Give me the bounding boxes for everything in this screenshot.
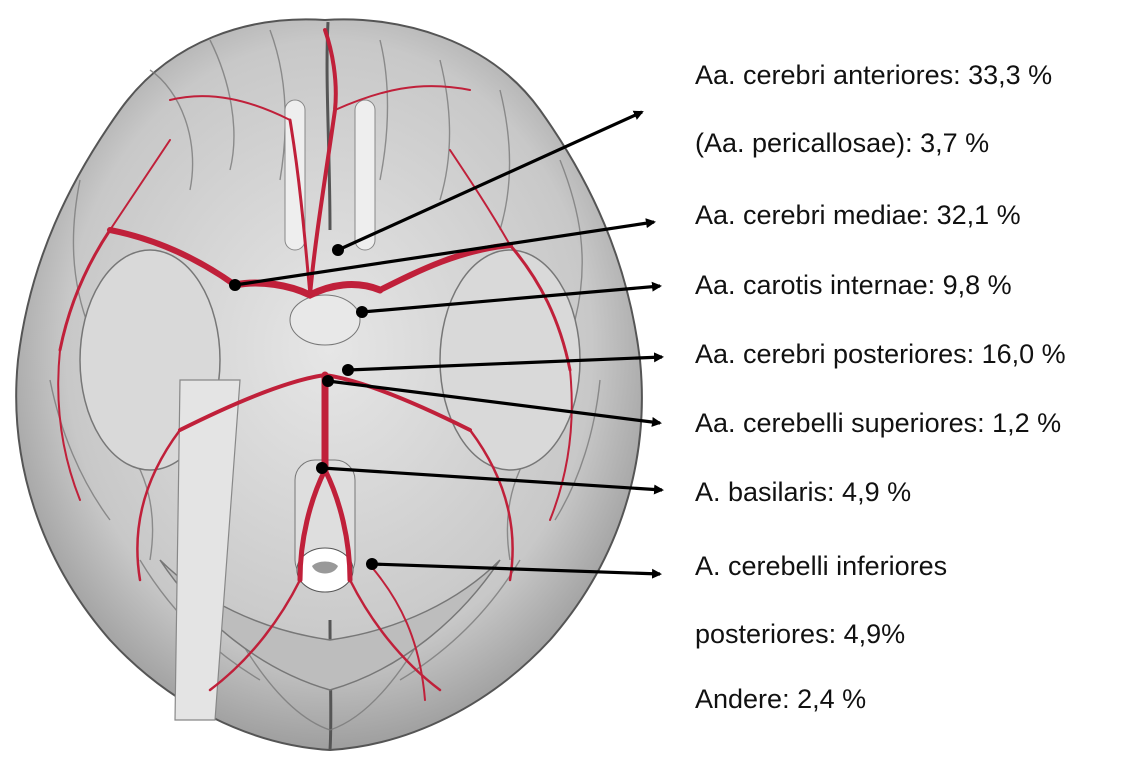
label-a-cerebelli-inferiores-line2: posteriores: 4,9% <box>695 621 905 648</box>
label-aa-cerebri-mediae: Aa. cerebri mediae: 32,1 % <box>695 202 1021 229</box>
label-aa-cerebri-posteriores: Aa. cerebri posteriores: 16,0 % <box>695 341 1066 368</box>
label-a-basilaris: A. basilaris: 4,9 % <box>695 479 911 506</box>
label-andere: Andere: 2,4 % <box>695 686 866 713</box>
label-aa-cerebelli-superiores: Aa. cerebelli superiores: 1,2 % <box>695 410 1061 437</box>
label-aa-cerebri-anteriores: Aa. cerebri anteriores: 33,3 % <box>695 62 1052 89</box>
label-a-cerebelli-inferiores-line1: A. cerebelli inferiores <box>695 553 947 580</box>
label-aa-pericallosae: (Aa. pericallosae): 3,7 % <box>695 130 989 157</box>
label-aa-carotis-internae: Aa. carotis internae: 9,8 % <box>695 272 1012 299</box>
